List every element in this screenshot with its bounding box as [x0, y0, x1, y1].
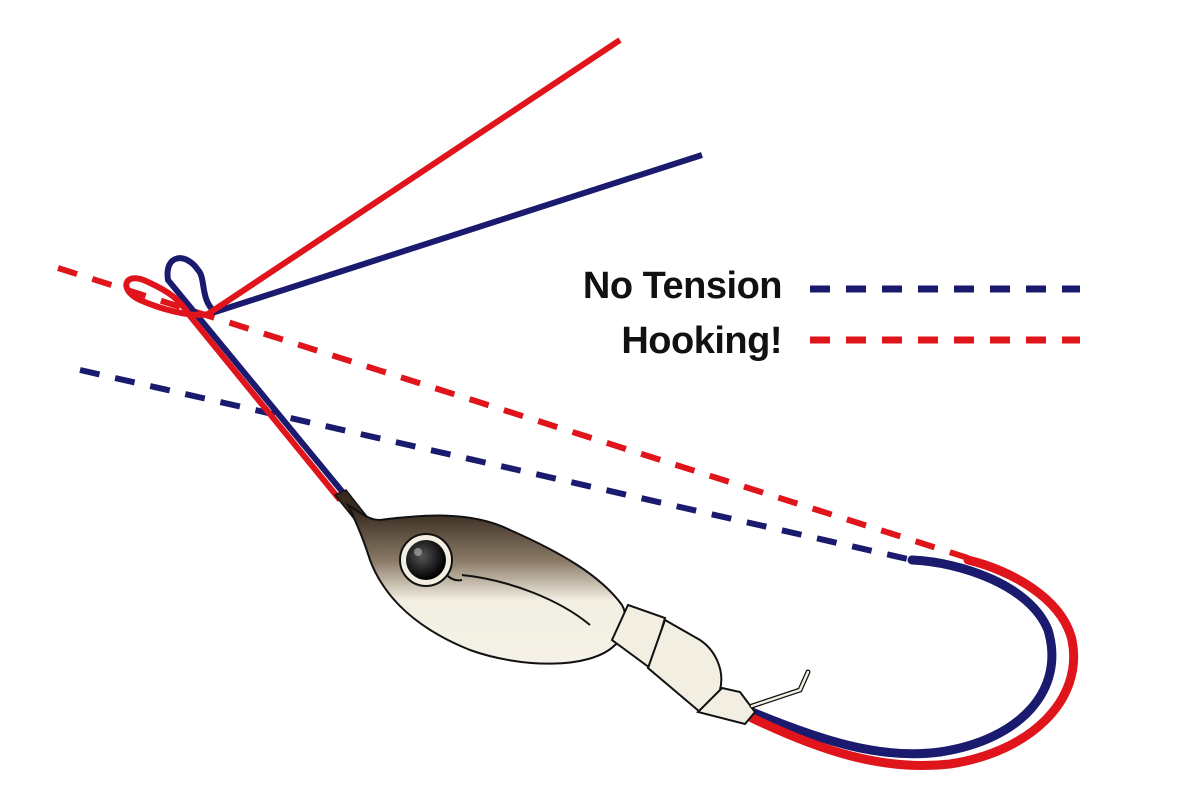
lure-gill-line: [461, 574, 591, 626]
legend-label-hooking: Hooking!: [621, 320, 782, 362]
no-tension-line: [164, 152, 703, 497]
lure-eye-highlight: [414, 548, 422, 556]
lure-neck: [696, 686, 757, 726]
legend: No Tension Hooking!: [583, 265, 1080, 362]
jig-head-lure-icon: [333, 489, 811, 726]
legend-label-no-tension: No Tension: [583, 265, 782, 307]
keeper-barb-inner: [750, 670, 810, 708]
hooking-hook: [747, 555, 1079, 771]
lure-eye-pupil: [406, 540, 446, 580]
no-tension-hook: [747, 555, 1057, 759]
lure-body: [345, 502, 627, 665]
lure-collar: [610, 603, 667, 670]
hooking-line: [123, 37, 622, 502]
